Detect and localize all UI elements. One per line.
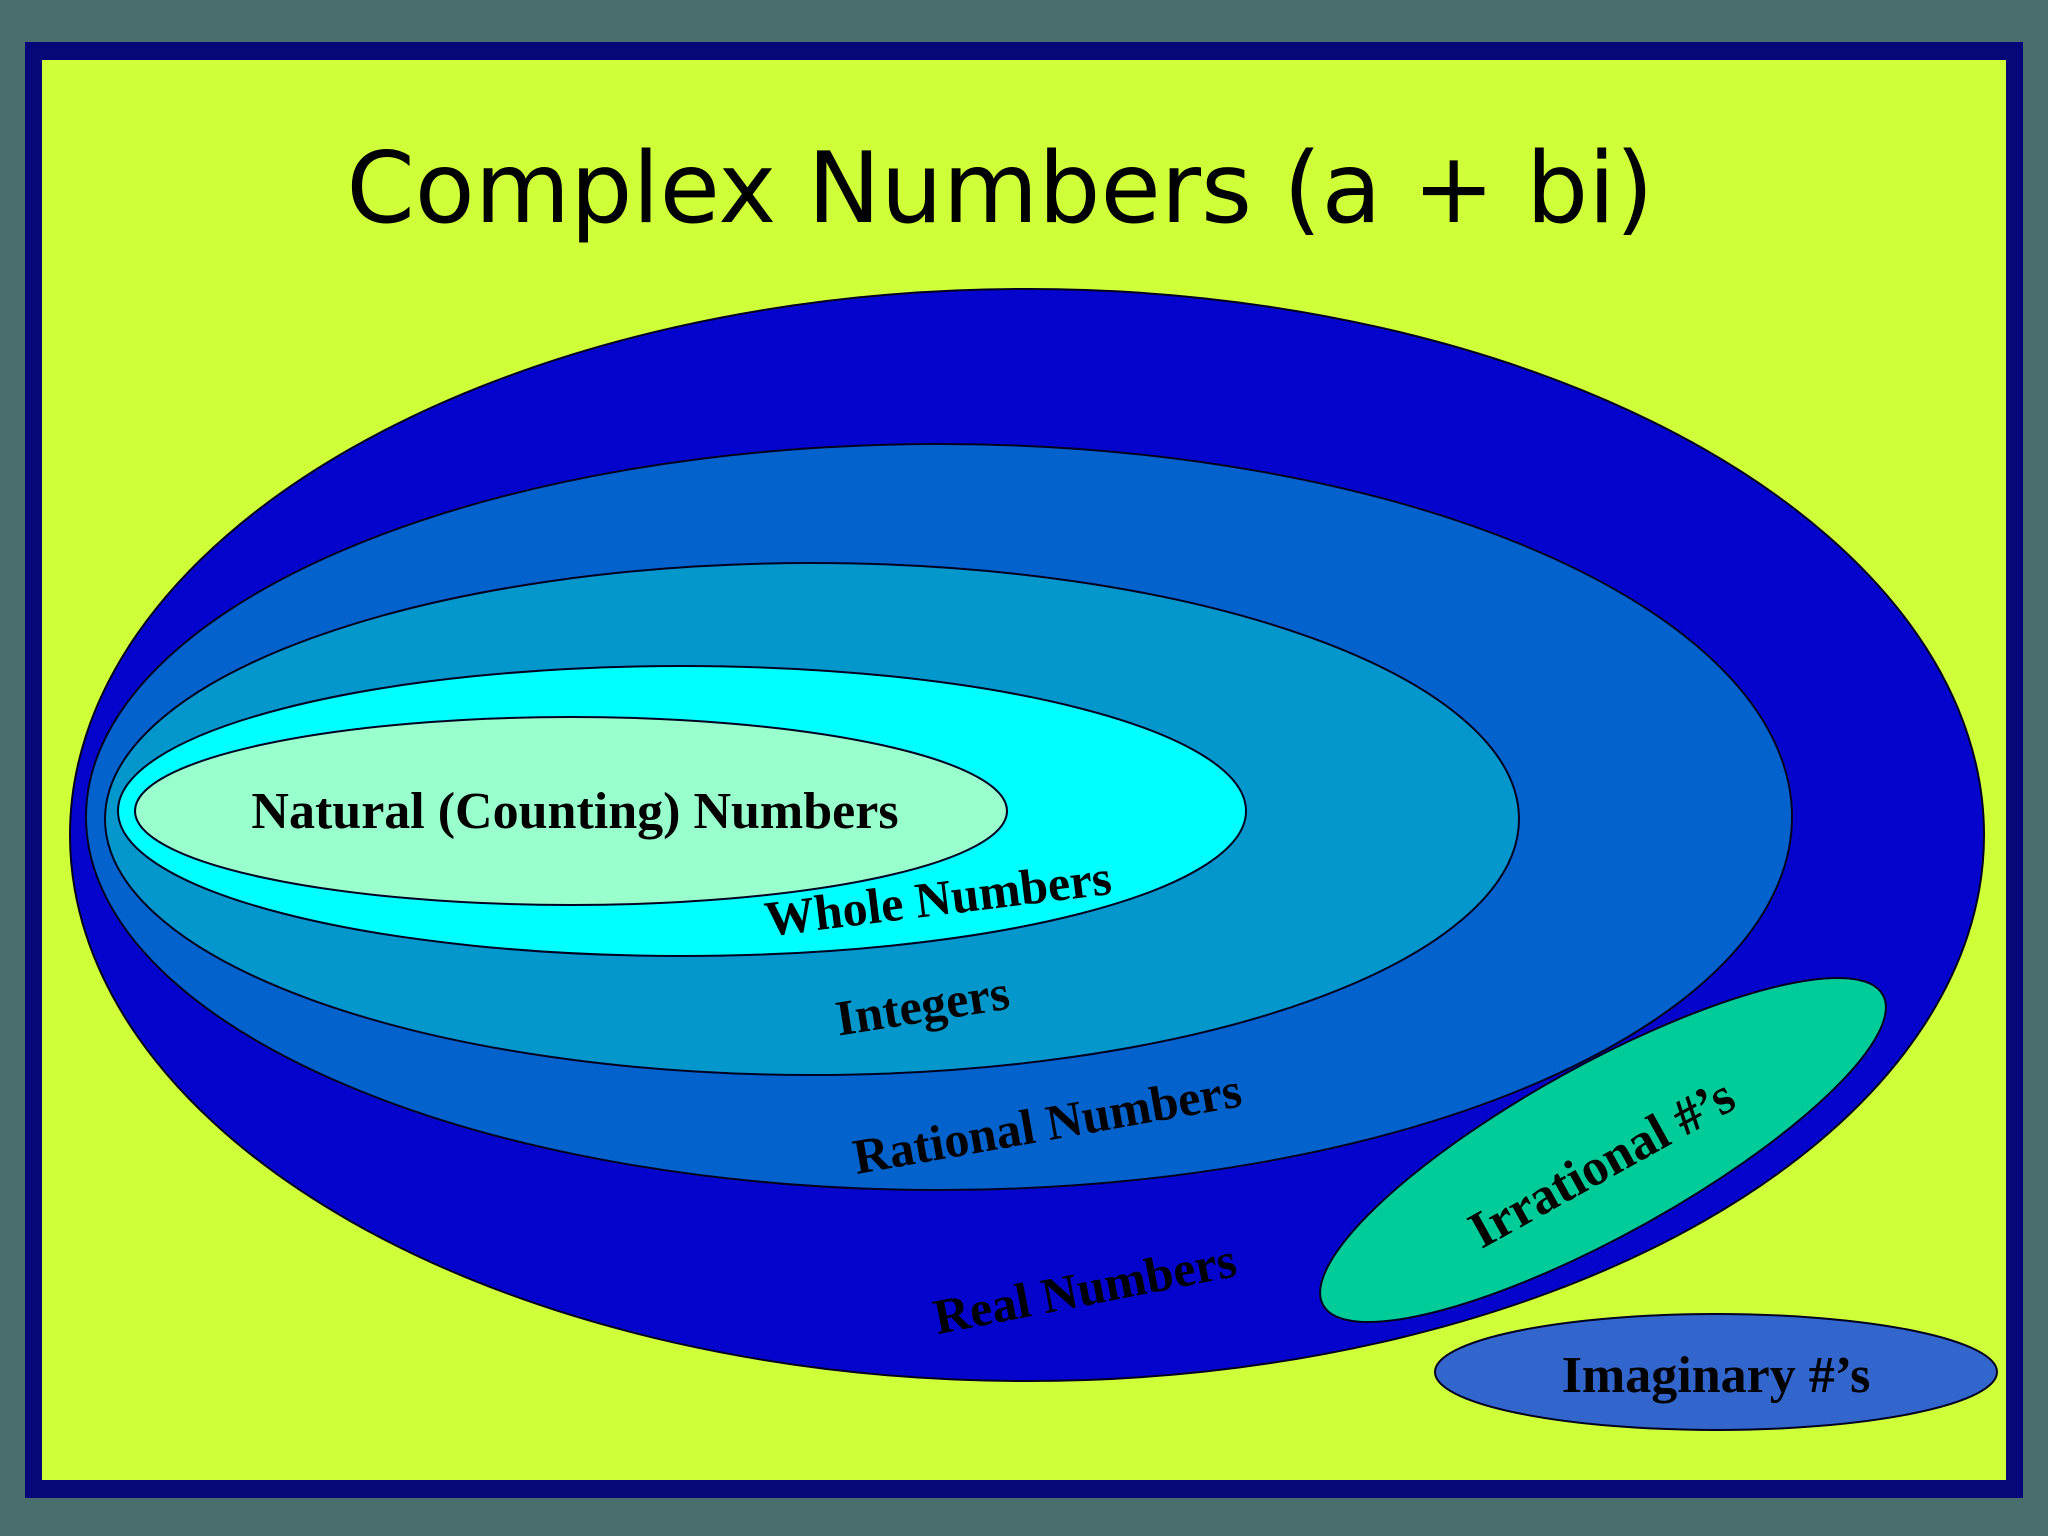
- natural-numbers-label: Natural (Counting) Numbers: [251, 783, 898, 840]
- diagram-title: Complex Numbers (a + bi): [346, 132, 1653, 246]
- imaginary-numbers-region: [1434, 1313, 1998, 1431]
- irrational-numbers-region: [1319, 976, 1887, 1324]
- imaginary-numbers-label: Imaginary #’s: [1562, 1347, 1871, 1404]
- natural-numbers-region: [134, 716, 1008, 906]
